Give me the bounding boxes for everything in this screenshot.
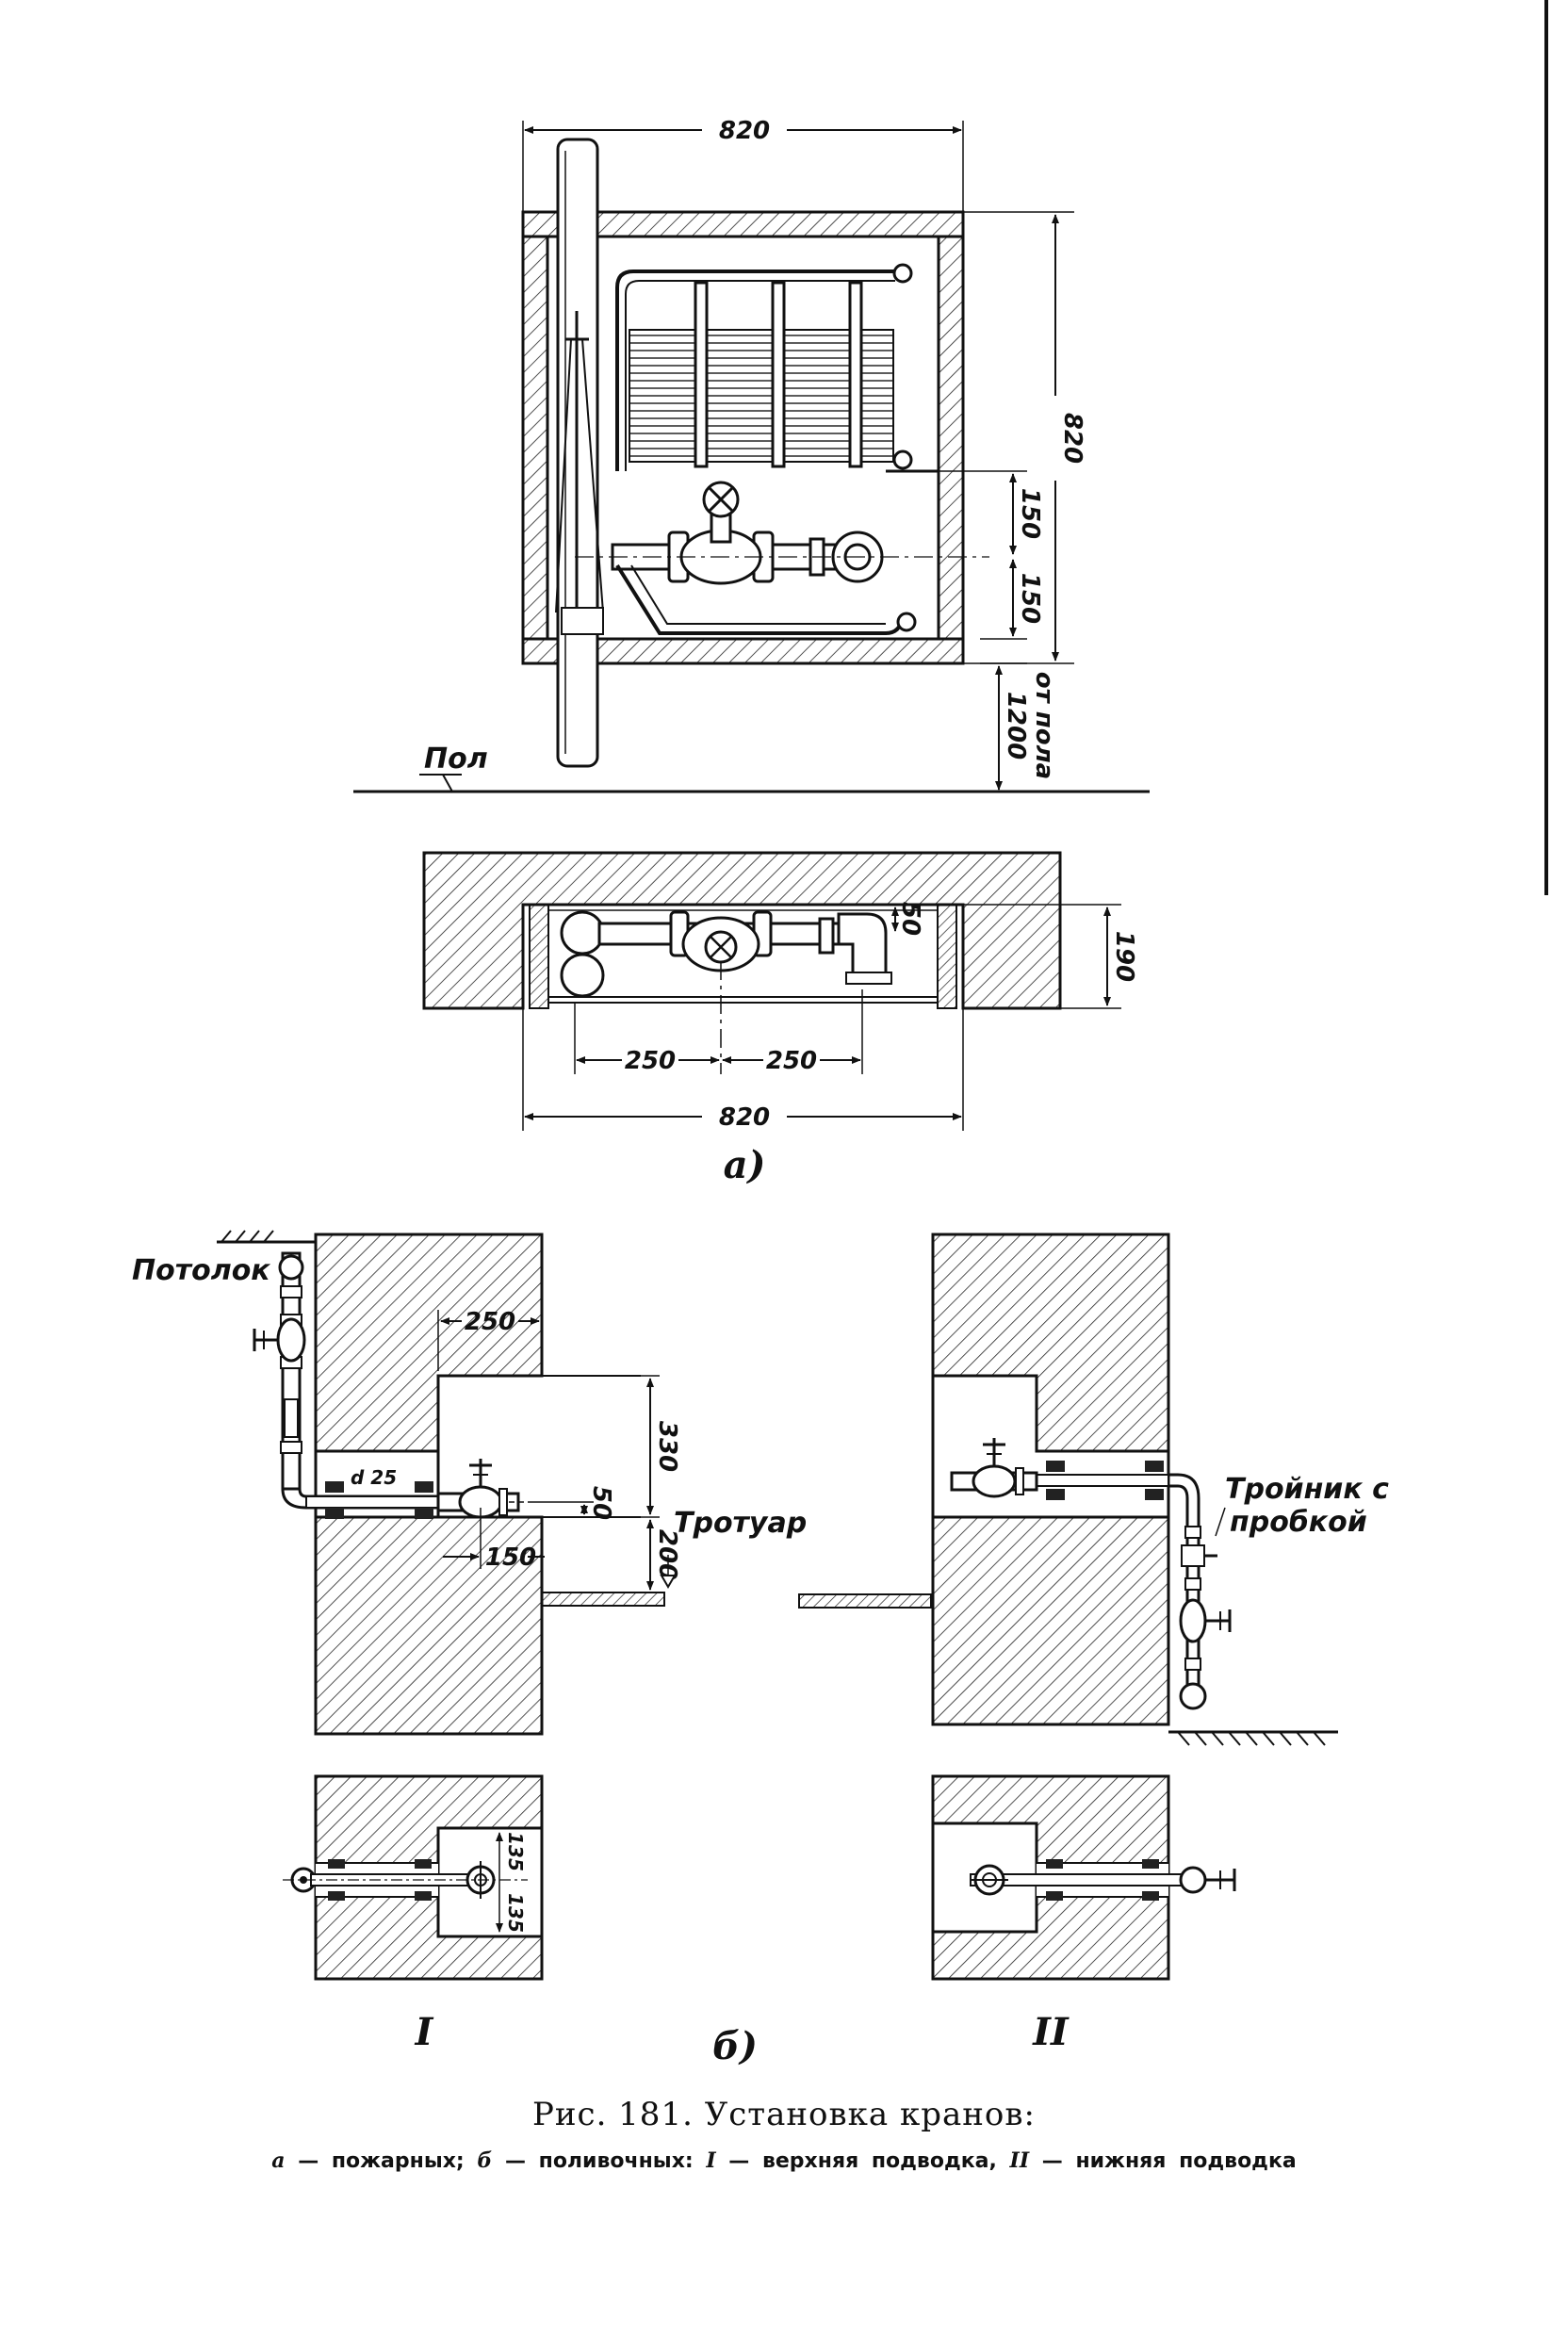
figure-b1-elevation: Потолок d 25 250 <box>132 1230 807 1736</box>
tee-with-plug <box>1181 1544 1205 1567</box>
figure-a-plan: 50 190 250 250 820 а) <box>422 851 1138 1187</box>
sidewalk-b2 <box>798 1593 932 1609</box>
wall-lower-b2 <box>931 1515 1170 1726</box>
dim-b1-135-bottom: 135 <box>504 1893 527 1933</box>
dim-right-height: 820 <box>1058 413 1086 464</box>
dim-b1-50: 50 <box>587 1486 615 1520</box>
dim-b1-150: 150 <box>485 1544 536 1572</box>
figure-b2-plan: II <box>931 1774 1236 2054</box>
roman-two: II <box>1032 2010 1070 2054</box>
sidewalk-label: Тротуар <box>674 1507 807 1540</box>
cabinet-right-wall <box>937 235 965 641</box>
plan-hose-elbow <box>837 912 888 977</box>
figure-b2-elevation: Тройник с пробкой <box>798 1233 1389 1746</box>
floor-label: Пол <box>424 743 488 776</box>
dim-plan-250-right: 250 <box>766 1047 817 1075</box>
dim-b1-200: 200 <box>653 1529 681 1580</box>
dim-150-lower: 150 <box>1016 573 1044 624</box>
dim-150-upper: 150 <box>1016 488 1044 539</box>
dim-from-floor: от пола <box>1030 672 1058 779</box>
roman-one: I <box>415 2010 434 2054</box>
tee-label-1: Тройник с <box>1225 1473 1389 1506</box>
wall-upper-b1 <box>314 1233 544 1453</box>
plan-riser-pipe <box>560 910 605 956</box>
sidewalk-b1 <box>541 1592 665 1607</box>
figure-caption-legend: а — пожарных; б — поливочных: I — верхня… <box>271 2148 1297 2173</box>
dim-b1-250: 250 <box>465 1308 515 1336</box>
wall-upper-b2 <box>931 1233 1170 1453</box>
dim-b1-135-top: 135 <box>504 1832 527 1871</box>
dim-plan-250-left: 250 <box>625 1047 676 1075</box>
dim-d25: d 25 <box>351 1466 397 1489</box>
dim-plan-50: 50 <box>896 902 924 936</box>
plan-drain-pipe <box>560 953 605 998</box>
figure-b1-plan: 135 135 I <box>283 1774 544 2054</box>
cabinet-left-wall <box>521 235 549 641</box>
sublabel-a: а) <box>724 1143 766 1187</box>
dim-plan-820: 820 <box>719 1103 770 1132</box>
tee-label-2: пробкой <box>1230 1506 1367 1539</box>
dim-top-width: 820 <box>719 117 770 145</box>
dim-plan-190: 190 <box>1110 931 1138 982</box>
figure-a-elevation: 820 820 150 150 1200 от пола Пол <box>353 117 1150 793</box>
dim-1200: 1200 <box>1002 692 1030 760</box>
valve-b2 <box>972 1464 1017 1498</box>
ceiling-label: Потолок <box>132 1254 270 1287</box>
sublabel-b: б) <box>712 2024 758 2068</box>
dim-b1-330: 330 <box>653 1421 681 1472</box>
figure-caption-title: Рис. 181. Установка кранов: <box>531 2096 1036 2133</box>
